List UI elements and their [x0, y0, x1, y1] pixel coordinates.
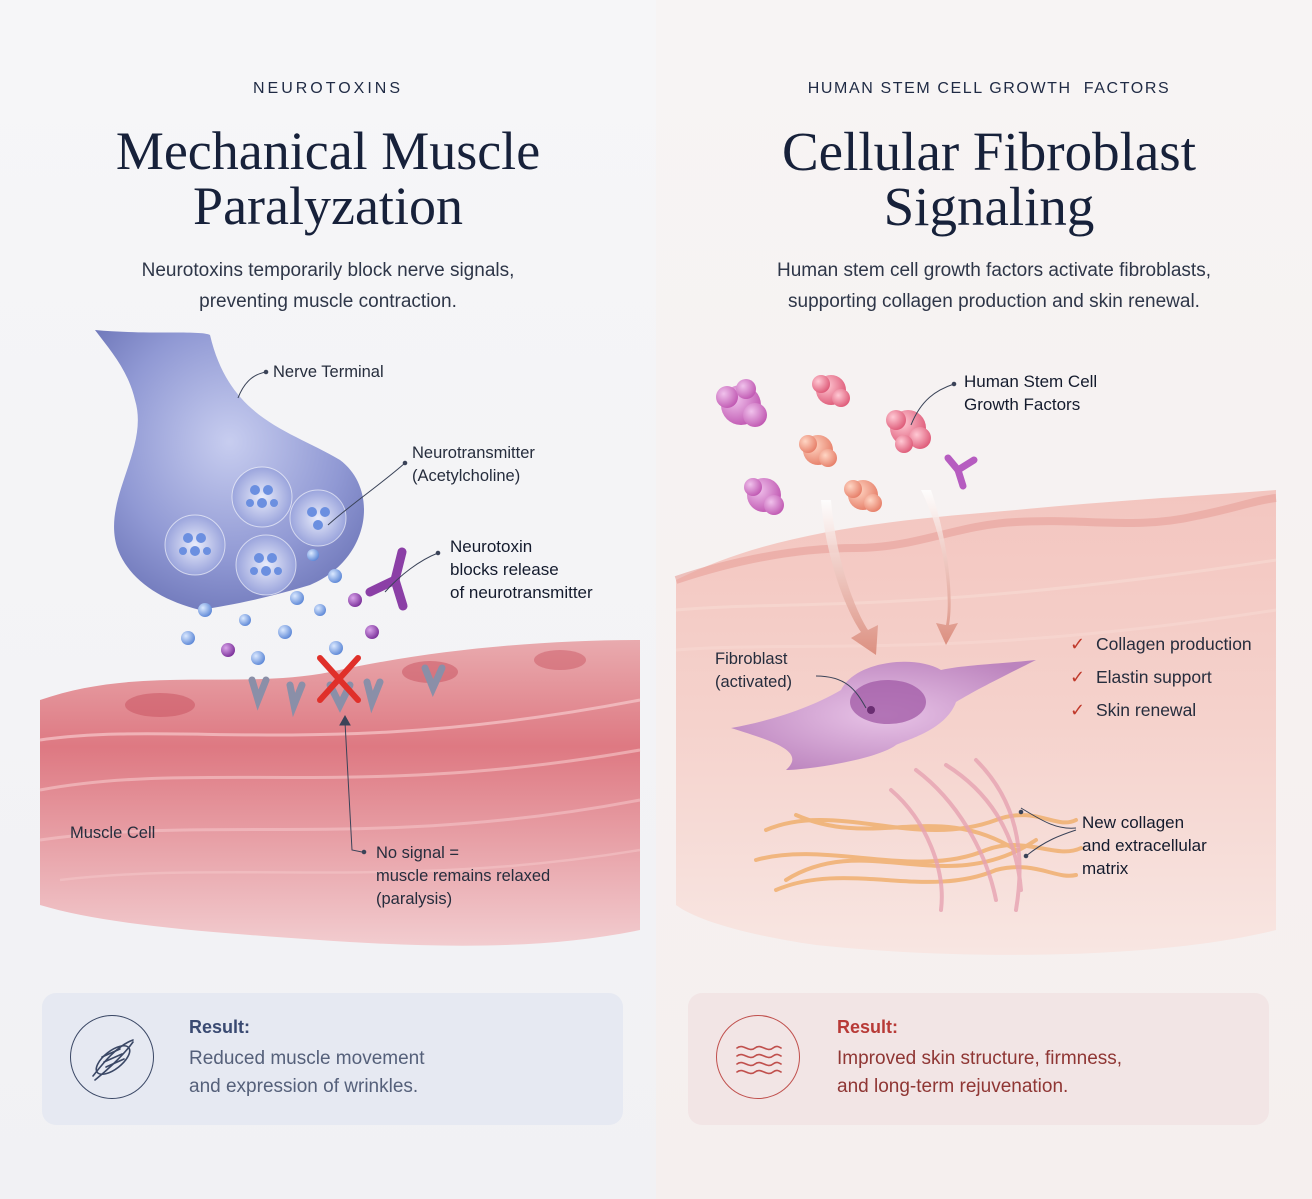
left-result-heading: Result: [189, 1017, 251, 1037]
collagen-label-line1: New collagen [1082, 813, 1185, 832]
right-subtitle-line2: supporting collagen production and skin … [788, 291, 1200, 312]
muscle-cell-label: Muscle Cell [70, 824, 156, 842]
fibroblast-label-line1: Fibroblast [715, 650, 788, 668]
right-result-line2: and long-term rejuvenation. [837, 1076, 1069, 1097]
neurotoxin-label-line1: Neurotoxin [450, 537, 533, 556]
growth-factors-kicker: HUMAN STEM CELL GROWTH FACTORS [807, 80, 1171, 97]
neurotoxin-label: Neurotoxin blocks release of neurotransm… [450, 535, 593, 604]
right-title-line1: Cellular Fibroblast [782, 121, 1196, 182]
left-title-line2: Paralyzation [193, 176, 463, 236]
right-title: Cellular Fibroblast Signaling [656, 124, 1312, 234]
blocked-signal-x [317, 655, 361, 703]
left-subtitle-line1: Neurotoxins temporarily block nerve sign… [141, 260, 515, 281]
check-icon: ✓ [1070, 667, 1086, 687]
neurotransmitter-label-line1: Neurotransmitter [412, 444, 535, 462]
no-signal-label-line3: (paralysis) [376, 890, 453, 908]
checklist-item-label: Skin renewal [1096, 700, 1197, 720]
neurotoxin-label-line2: blocks release [450, 560, 559, 579]
checklist-item: ✓ Collagen production [1070, 632, 1252, 665]
neurotoxin-label-line3: of neurotransmitter [450, 583, 593, 602]
right-result-heading: Result: [837, 1017, 899, 1037]
collagen-label-line2: and extracellular [1082, 836, 1207, 855]
neurotoxins-panel: NEUROTOXINS Mechanical Muscle Paralyzati… [0, 0, 656, 1199]
synapse-illustration [39, 330, 641, 946]
check-icon: ✓ [1070, 634, 1086, 654]
no-signal-label: No signal = muscle remains relaxed (para… [376, 842, 550, 911]
nerve-terminal-label: Nerve Terminal [273, 363, 384, 381]
muscle-fiber-icon [70, 1015, 154, 1099]
right-result-text: Improved skin structure, firmness, and l… [837, 1045, 1122, 1101]
receptors [248, 664, 446, 718]
fibroblast-cell [731, 660, 1036, 770]
left-title: Mechanical Muscle Paralyzation [0, 124, 656, 234]
right-title-line2: Signaling [883, 176, 1095, 237]
growth-factors-label-line1: Human Stem Cell [964, 372, 1098, 391]
left-result-line1: Reduced muscle movement [189, 1048, 425, 1069]
leader-lines [237, 369, 441, 855]
checklist-item-label: Elastin support [1096, 667, 1212, 687]
fibroblast-label-line2: (activated) [715, 673, 793, 691]
fibroblast-label: Fibroblast (activated) [715, 648, 792, 694]
right-subtitle: Human stem cell growth factors activate … [696, 255, 1292, 317]
checklist-item-label: Collagen production [1096, 634, 1252, 654]
nerve-terminal-shape [95, 330, 364, 610]
no-signal-label-line2: muscle remains relaxed [376, 867, 551, 885]
growth-factors-label: Human Stem Cell Growth Factors [964, 370, 1097, 416]
neurotransmitter-molecules [181, 549, 379, 665]
neurotoxins-kicker: NEUROTOXINS [252, 80, 404, 97]
growth-factors-panel: HUMAN STEM CELL GROWTH FACTORS Cellular … [656, 0, 1312, 1199]
right-result-card: Result: Improved skin structure, firmnes… [688, 993, 1269, 1125]
skin-waves-icon [716, 1015, 800, 1099]
no-signal-label-line1: No signal = [376, 844, 460, 862]
collagen-fibers [754, 758, 1083, 912]
left-subtitle-line2: preventing muscle contraction. [199, 291, 457, 312]
left-result-line2: and expression of wrinkles. [189, 1076, 419, 1097]
right-leader-lines [815, 381, 1077, 859]
left-result-card: Result: Reduced muscle movement and expr… [42, 993, 623, 1125]
skin-layers [674, 490, 1277, 955]
checklist-item: ✓ Elastin support [1070, 665, 1252, 698]
check-icon: ✓ [1070, 700, 1086, 720]
neurotransmitter-label-line2: (Acetylcholine) [412, 467, 521, 485]
left-title-line1: Mechanical Muscle [115, 121, 541, 181]
left-result-text: Reduced muscle movement and expression o… [189, 1045, 425, 1101]
benefits-checklist: ✓ Collagen production ✓ Elastin support ✓ S… [1070, 632, 1252, 731]
muscle-cell-tissue [39, 640, 641, 946]
growth-factor-clusters [716, 375, 978, 515]
collagen-label-line3: matrix [1082, 859, 1129, 878]
checklist-item: ✓ Skin renewal [1070, 698, 1252, 731]
fibroblast-illustration [674, 375, 1277, 955]
neurotoxin-antibody [365, 547, 408, 611]
right-subtitle-line1: Human stem cell growth factors activate … [776, 260, 1211, 281]
right-result-line1: Improved skin structure, firmness, [837, 1048, 1123, 1069]
growth-factors-label-line2: Growth Factors [964, 395, 1081, 414]
collagen-matrix-label: New collagen and extracellular matrix [1082, 811, 1207, 880]
left-subtitle: Neurotoxins temporarily block nerve sign… [60, 255, 596, 317]
signal-arrows [821, 490, 958, 655]
neurotransmitter-label: Neurotransmitter (Acetylcholine) [412, 442, 535, 488]
